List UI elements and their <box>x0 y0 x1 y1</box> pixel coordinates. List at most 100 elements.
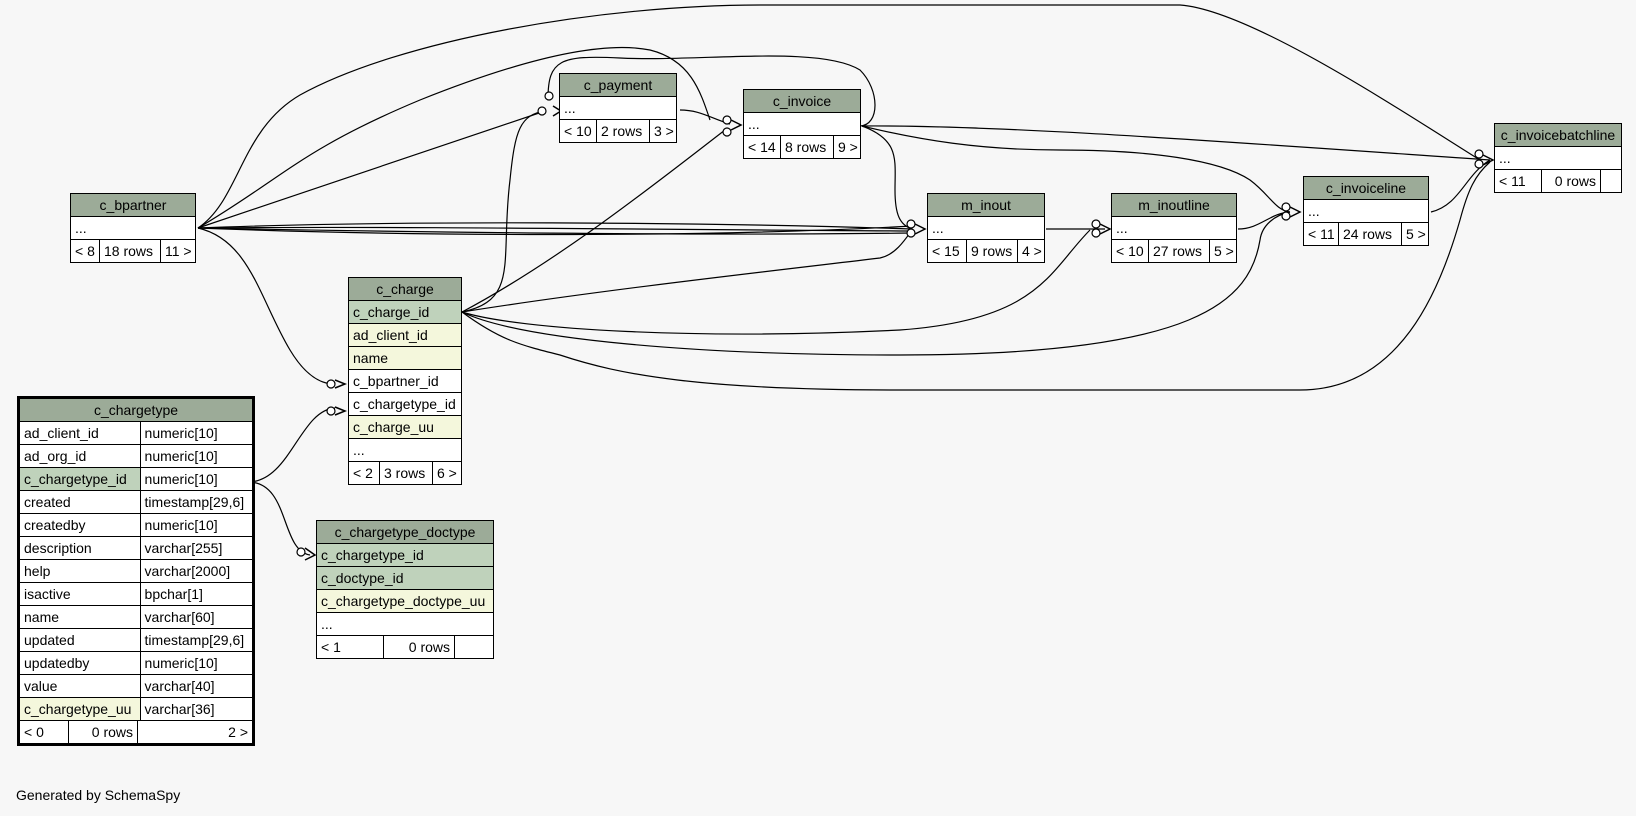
table-header: m_inout <box>927 193 1045 217</box>
table-stats: < 2 3 rows 6 > <box>349 462 461 484</box>
table-column: ... <box>559 96 677 120</box>
parents-count: < 10 <box>1116 243 1144 259</box>
row-count: 9 rows <box>966 240 1017 262</box>
row-count: 0 rows <box>68 721 137 743</box>
row-count: 18 rows <box>99 240 160 262</box>
table-header: c_payment <box>559 73 677 97</box>
table-header: c_chargetype <box>18 397 254 422</box>
column-name: isactive <box>18 582 141 606</box>
parents-count: < 14 <box>748 139 776 155</box>
column-type: varchar[255] <box>139 536 255 560</box>
column-c_doctype_id: c_doctype_id <box>316 566 494 590</box>
column-name: ad_org_id <box>18 444 141 468</box>
column-c_bpartner_id: c_bpartner_id <box>348 369 462 393</box>
table-column: ... <box>1111 216 1237 240</box>
table-c_invoiceline[interactable]: c_invoiceline ... < 11 24 rows 5 > <box>1303 176 1429 246</box>
column-type: bpchar[1] <box>139 582 255 606</box>
row-count: 2 rows <box>596 120 649 142</box>
children-count: 3 > <box>649 120 676 142</box>
table-c_chargetype_doctype[interactable]: c_chargetype_doctype c_chargetype_id c_d… <box>316 520 494 659</box>
children-count: 9 > <box>833 136 860 158</box>
table-column: ... <box>927 216 1045 240</box>
children-count: 4 > <box>1017 240 1044 262</box>
row-count: 24 rows <box>1338 223 1401 245</box>
column-name: help <box>18 559 141 583</box>
children-count: 5 > <box>1209 240 1236 262</box>
column-type: timestamp[29,6] <box>139 628 255 652</box>
column-name: name <box>348 346 462 370</box>
table-stats: < 10 2 rows 3 > <box>560 120 676 142</box>
table-header: m_inoutline <box>1111 193 1237 217</box>
column-name: createdby <box>18 513 141 537</box>
table-header: c_chargetype_doctype <box>316 520 494 544</box>
table-header: c_charge <box>348 277 462 301</box>
table-header: c_invoiceline <box>1303 176 1429 200</box>
column-type: numeric[10] <box>139 651 255 675</box>
table-column: ... <box>70 216 196 240</box>
parents-count: < 2 <box>353 465 373 481</box>
parents-count: < 15 <box>932 243 960 259</box>
column-type: varchar[40] <box>139 674 255 698</box>
row-count: 0 rows <box>383 636 454 658</box>
column-name: name <box>18 605 141 629</box>
parents-count: < 1 <box>321 639 341 655</box>
column-name: c_chargetype_uu <box>18 697 141 721</box>
parents-count: < 8 <box>75 243 95 259</box>
column-type: varchar[36] <box>139 697 255 721</box>
table-header: c_invoicebatchline <box>1494 123 1622 147</box>
row-count: 3 rows <box>379 462 432 484</box>
column-type: timestamp[29,6] <box>139 490 255 514</box>
table-column: ... <box>1303 199 1429 223</box>
children-count: 2 > <box>137 721 252 743</box>
column-type: numeric[10] <box>139 513 255 537</box>
column-name: ad_client_id <box>18 421 141 445</box>
row-count: 8 rows <box>780 136 833 158</box>
children-count: 6 > <box>432 462 459 484</box>
footer-generated-by: Generated by SchemaSpy <box>16 787 181 803</box>
column-type: numeric[10] <box>139 421 255 445</box>
column-more: ... <box>348 438 462 462</box>
table-stats: < 11 24 rows 5 > <box>1304 223 1428 245</box>
parents-count: < 11 <box>1308 226 1335 242</box>
table-m_inoutline[interactable]: m_inoutline ... < 10 27 rows 5 > <box>1111 193 1237 263</box>
table-m_inout[interactable]: m_inout ... < 15 9 rows 4 > <box>927 193 1045 263</box>
column-type: numeric[10] <box>139 444 255 468</box>
parents-count: < 10 <box>564 123 592 139</box>
parents-count: < 11 <box>1499 173 1526 189</box>
table-stats: < 15 9 rows 4 > <box>928 240 1044 262</box>
table-stats: < 8 18 rows 11 > <box>71 240 195 262</box>
table-c_invoice[interactable]: c_invoice ... < 14 8 rows 9 > <box>743 89 861 159</box>
column-type: varchar[2000] <box>139 559 255 583</box>
row-count: 27 rows <box>1148 240 1209 262</box>
table-c_invoicebatchline[interactable]: c_invoicebatchline ... < 11 0 rows <box>1494 123 1622 193</box>
column-c_chargetype_doctype_uu: c_chargetype_doctype_uu <box>316 589 494 613</box>
column-c_chargetype_id: c_chargetype_id <box>316 543 494 567</box>
table-stats: < 14 8 rows 9 > <box>744 136 860 158</box>
parents-count: < 0 <box>24 724 44 740</box>
table-c_charge[interactable]: c_charge c_charge_id ad_client_id name c… <box>348 277 462 485</box>
column-name: created <box>18 490 141 514</box>
table-column: ... <box>1494 146 1622 170</box>
table-header: c_bpartner <box>70 193 196 217</box>
table-c_bpartner[interactable]: c_bpartner ... < 8 18 rows 11 > <box>70 193 196 263</box>
column-c_charge_uu: c_charge_uu <box>348 415 462 439</box>
table-stats: < 0 0 rows 2 > <box>20 721 252 743</box>
table-stats: < 11 0 rows <box>1495 170 1621 192</box>
table-stats: < 10 27 rows 5 > <box>1112 240 1236 262</box>
column-more: ... <box>316 612 494 636</box>
column-c_chargetype_id: c_chargetype_id <box>348 392 462 416</box>
row-count: 0 rows <box>1541 170 1600 192</box>
table-c_payment[interactable]: c_payment ... < 10 2 rows 3 > <box>559 73 677 143</box>
children-count: 5 > <box>1401 223 1428 245</box>
children-count <box>1600 170 1621 192</box>
children-count: 11 > <box>160 240 195 262</box>
column-name: updated <box>18 628 141 652</box>
column-name: c_chargetype_id <box>18 467 141 491</box>
column-ad_client_id: ad_client_id <box>348 323 462 347</box>
table-stats: < 1 0 rows <box>317 636 493 658</box>
column-c_charge_id: c_charge_id <box>348 300 462 324</box>
table-header: c_invoice <box>743 89 861 113</box>
column-type: numeric[10] <box>139 467 255 491</box>
